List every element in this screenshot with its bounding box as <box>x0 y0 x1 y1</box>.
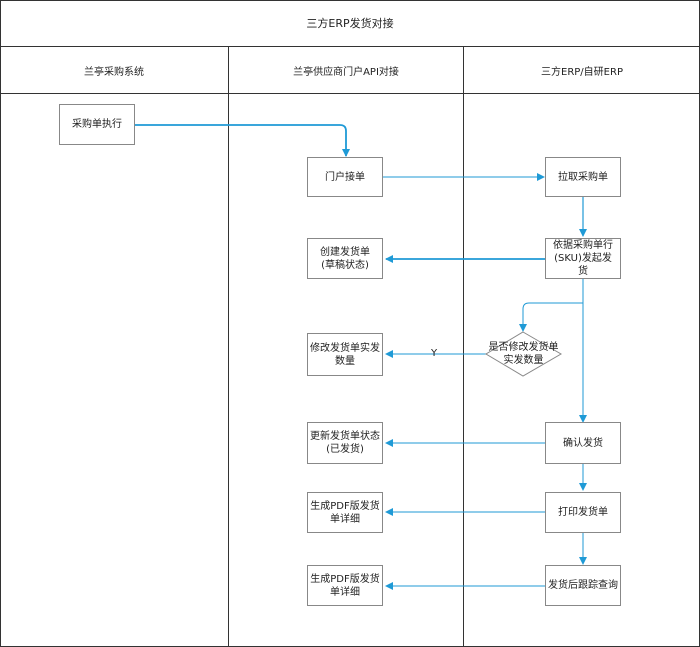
node-purchase-exec-label: 采购单执行 <box>72 119 122 130</box>
title-divider <box>0 46 700 47</box>
node-track-query-label: 发货后跟踪查询 <box>548 580 618 591</box>
node-initiate-shipment-label: 依据采购单行 (SKU)发起发 货 <box>553 240 613 277</box>
node-confirm-ship: 确认发货 <box>545 422 621 464</box>
node-create-shipment: 创建发货单 (草稿状态) <box>307 238 383 279</box>
lane-header-procurement: 兰亭采购系统 <box>84 66 144 78</box>
node-portal-receive-label: 门户接单 <box>325 171 365 183</box>
lane-divider-1 <box>228 46 229 647</box>
node-modify-qty-label: 修改发货单实发 数量 <box>310 342 380 367</box>
node-purchase-exec: 采购单执行 <box>59 104 135 145</box>
node-confirm-ship-label: 确认发货 <box>563 437 603 449</box>
node-gen-pdf-2: 生成PDF版发货 单详细 <box>307 565 383 606</box>
lane-header-divider <box>0 93 700 94</box>
diagram-title: 三方ERP发货对接 <box>306 17 394 30</box>
edge-initiate-to-decision <box>519 279 584 332</box>
node-update-status: 更新发货单状态 (已发货) <box>307 422 383 464</box>
node-portal-receive: 门户接单 <box>307 157 383 197</box>
decision-diamond <box>485 331 562 377</box>
node-update-status-label: 更新发货单状态 (已发货) <box>310 431 380 455</box>
node-gen-pdf-1: 生成PDF版发货 单详细 <box>307 492 383 533</box>
node-create-shipment-label: 创建发货单 (草稿状态) <box>320 246 370 271</box>
node-initiate-shipment: 依据采购单行 (SKU)发起发 货 <box>545 238 621 279</box>
node-pull-po: 拉取采购单 <box>545 157 621 197</box>
edge-exec-to-portal <box>135 124 350 157</box>
edge-label-yes: Y <box>431 348 438 359</box>
node-gen-pdf-2-label: 生成PDF版发货 单详细 <box>310 573 380 598</box>
node-print-slip-label: 打印发货单 <box>558 507 608 518</box>
node-print-slip: 打印发货单 <box>545 492 621 533</box>
lane-header-erp: 三方ERP/自研ERP <box>541 66 623 78</box>
node-track-query: 发货后跟踪查询 <box>545 565 621 606</box>
node-gen-pdf-1-label: 生成PDF版发货 单详细 <box>310 500 380 525</box>
lane-header-supplier-portal: 兰亭供应商门户API对接 <box>293 66 399 78</box>
node-pull-po-label: 拉取采购单 <box>558 171 608 183</box>
lane-divider-2 <box>463 46 464 647</box>
node-modify-qty: 修改发货单实发 数量 <box>307 333 383 376</box>
decision-modify-label: 是否修改发货单 实发数量 <box>488 342 559 366</box>
